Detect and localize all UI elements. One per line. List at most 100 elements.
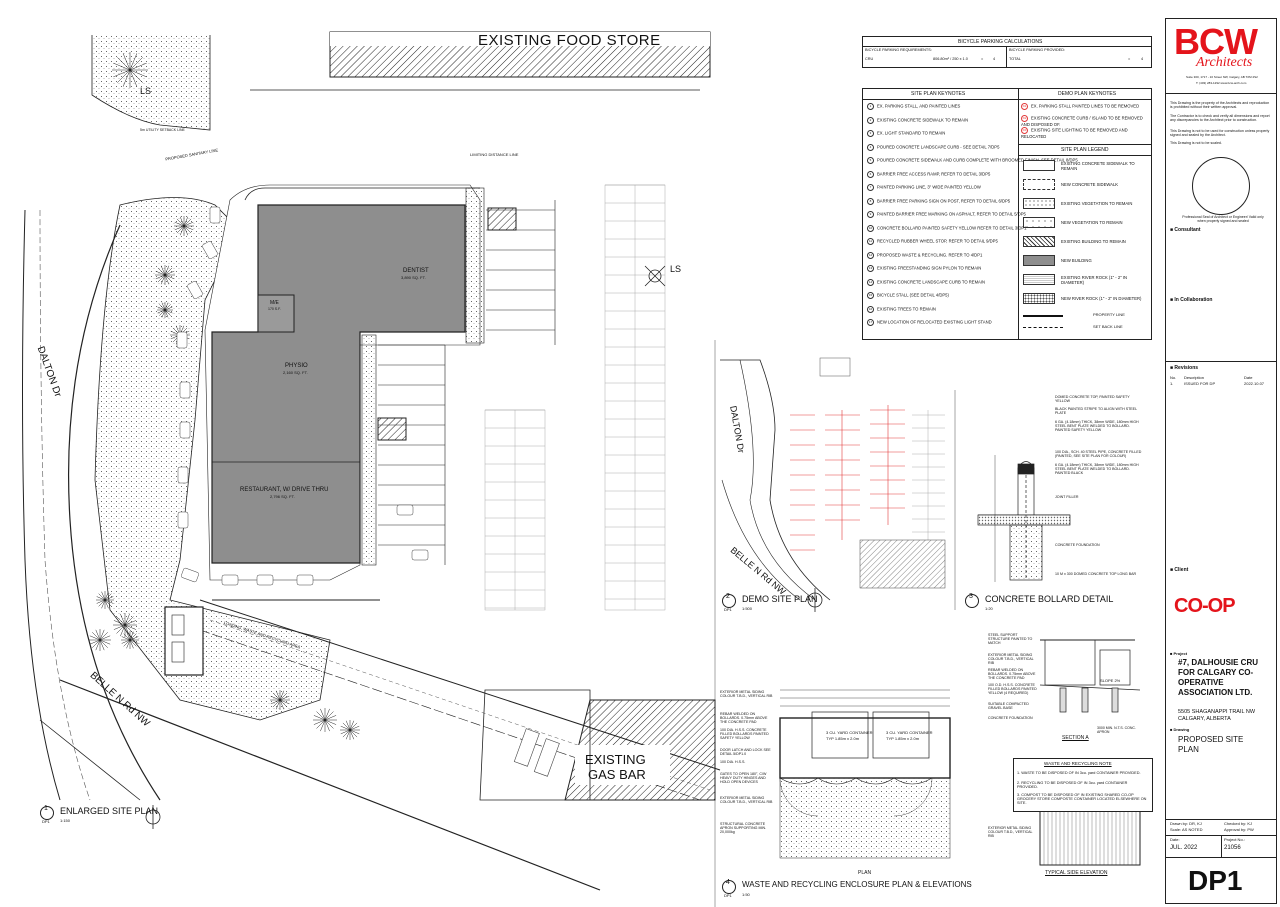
firm-contact: T: (403) 283-1292 www.bcw-arch.com: [1196, 81, 1247, 85]
legend-item: EXISTING CONCRETE SIDEWALK TO REMAIN: [1023, 159, 1151, 172]
bollard-note: JOINT FILLER: [1055, 495, 1079, 499]
section-note: 100 O.D. H.S.S. CONCRETE FILLED BOLLARDS…: [988, 683, 1037, 695]
keynote-number: 13: [867, 265, 874, 272]
legend-text: EXISTING CONCRETE SIDEWALK TO REMAIN: [1061, 160, 1135, 171]
section-note: CONCRETE FOUNDATION: [988, 716, 1033, 720]
client-text: Client: [1174, 567, 1189, 573]
legend-text: NEW BUILDING: [1061, 258, 1092, 263]
collaboration-label: ■ In Collaboration: [1170, 297, 1213, 303]
container-2-dim: TYP 1.85m x 2.0m: [886, 736, 920, 741]
keynote-text: EXISTING TREES TO REMAIN: [877, 306, 936, 312]
drawing-title: ENLARGED SITE PLAN: [60, 806, 159, 816]
existing-food-store-label: EXISTING FOOD STORE: [478, 32, 661, 49]
bike-req-val: 4: [993, 57, 996, 61]
side-elevation-label: TYPICAL SIDE ELEVATION: [1045, 870, 1108, 876]
apron-label: 3000 MIN. N.T.S. CONC. APRON: [1097, 726, 1136, 734]
checked-by: Checked by: KJ: [1224, 821, 1253, 826]
enclosure-note: REBAR WELDED ON BOLLARDS. 0.75mm ABOVE T…: [720, 712, 768, 724]
enclosure-note: EXTERIOR METAL SIDING COLOUR T.B.D., VER…: [720, 690, 773, 698]
legend-swatch: [1023, 179, 1055, 190]
legend-title: SITE PLAN LEGEND: [1061, 147, 1109, 153]
keynote-number: 14: [867, 278, 874, 286]
bollard-note: 10 M x 300 DOMED CONCRETE TOP LONG BAR: [1055, 572, 1137, 576]
keynote-text: PAINTED BARRIER FREE MARKING ON ASPHALT,…: [877, 211, 1026, 217]
legend-text: NEW RIVER ROCK (1" - 2" IN DIAMETER): [1061, 296, 1142, 301]
section-a: [1039, 639, 1141, 713]
site-keynotes-title: SITE PLAN KEYNOTES: [911, 91, 966, 97]
keynote-text: NEW LOCATION OF RELOCATED EXISTING LIGHT…: [877, 319, 992, 325]
keynote-text: EX. LIGHT STANDARD TO REMAIN: [877, 130, 946, 136]
bollard-note: DOMED CONCRETE TOP, PAINTED SAFETY YELLO…: [1055, 395, 1130, 403]
legend-item: EXISTING RIVER ROCK (1" - 2" IN DIAMETER…: [1023, 273, 1151, 286]
legend-item: NEW BUILDING: [1023, 254, 1092, 267]
existing-food-store: [250, 31, 711, 91]
legend-item: EXISTING VEGETATION TO REMAIN: [1023, 197, 1132, 210]
section-a-label: SECTION A: [1062, 735, 1089, 741]
project-no-label: Project No.:: [1224, 837, 1245, 842]
keynote-number: 6: [867, 170, 874, 178]
keynote-number: 8: [867, 197, 874, 205]
container-1-dim: TYP 1.85m x 2.0m: [826, 736, 860, 741]
client-label: ■ Client: [1170, 567, 1189, 573]
utility-setback-label: 5m UTILITY SETBACK LINE: [140, 128, 185, 132]
consultant-label: ■ Consultant: [1170, 227, 1201, 233]
legend-text: EXISTING RIVER ROCK (1" - 2" IN DIAMETER…: [1061, 274, 1128, 285]
keynote-text: EX. PARKING STALL, AND PAINTED LINES: [877, 103, 961, 109]
keynote-number: 9: [867, 211, 874, 218]
keynote-number: 11: [867, 238, 874, 245]
drawing-sheet: DP1: [42, 819, 50, 824]
keynote-text: BARRIER FREE PARKING SIGN ON POST, REFER…: [877, 198, 1011, 204]
drawing-sheet: DP1: [724, 893, 732, 898]
drawing-scale: 1:500: [742, 606, 753, 611]
property-line-label: PROPERTY LINE: [1093, 312, 1125, 317]
bollard-note: 6 GA. (4.18mm) THICK, 38mm WIDE, 180mm H…: [1055, 463, 1139, 475]
keynote-number: 5: [867, 157, 874, 164]
physio-area: 2,160 SQ. FT.: [283, 370, 308, 375]
section-note: EXTERIOR METAL SIDING COLOUR T.B.D., VER…: [988, 653, 1034, 665]
restaurant-label: RESTAURANT, W/ DRIVE THRU: [240, 487, 329, 493]
coop-logo: CO-OP: [1174, 595, 1236, 617]
firm-address: Suite 300, 1717 - 10 Street NW, Calgary,…: [1186, 75, 1258, 79]
revisions-label: ■ Revisions: [1170, 365, 1199, 371]
drawing-title: DEMO SITE PLAN: [742, 594, 818, 604]
rev-row-no: 1.: [1170, 381, 1174, 386]
project-address-2: CALGARY, ALBERTA: [1178, 716, 1231, 722]
drawn-by: Drawn by: DR, KJ: [1170, 821, 1202, 826]
keynote-number: 1: [867, 103, 874, 110]
date-value: JUL. 2022: [1170, 845, 1198, 851]
physio-label: PHYSIO: [285, 363, 308, 369]
tb-note-1: This Drawing is the property of the Arch…: [1170, 101, 1270, 109]
project-address-1: 5505 SHAGANAPPI TRAIL NW: [1178, 709, 1256, 715]
bike-eq-2: =: [1128, 57, 1131, 61]
bike-eq: =: [981, 57, 984, 61]
project-name: #7, DALHOUSIE CRU FOR CALGARY CO-OPERATI…: [1178, 658, 1259, 697]
keynote-number: 15: [867, 292, 874, 299]
enclosure-note: 100 DIA. H.S.S.: [720, 760, 746, 764]
legend-swatch: [1023, 217, 1055, 228]
project-label: ■ Project: [1170, 651, 1188, 656]
dentist-area: 3,890 SQ. FT.: [401, 275, 426, 280]
drawing-sheet: DP1: [724, 607, 732, 612]
project-label-text: Project: [1173, 651, 1188, 656]
title-block: BCW Architects Suite 300, 1717 - 10 Stre…: [1165, 18, 1277, 904]
legend-text: NEW CONCRETE SIDEWALK: [1061, 182, 1119, 187]
tb-note-4: This Drawing is not to be scaled.: [1170, 141, 1222, 145]
keynote-number: 10: [867, 224, 874, 232]
consultant-text: Consultant: [1174, 227, 1201, 233]
keynote-text: POURED CONCRETE SIDEWALK AND CURB COMPLE…: [877, 157, 1078, 163]
approval-by: Approval by: PW: [1224, 827, 1254, 832]
section-note: SUITABLE COMPACTED GRAVEL BASE: [988, 702, 1029, 710]
container-1-label: 3 CU. YARD CONTAINER: [826, 730, 873, 735]
legend-swatch: [1023, 160, 1055, 171]
bike-table-title: BICYCLE PARKING CALCULATIONS: [958, 39, 1043, 45]
existing-gas-bar-label-2: GAS BAR: [588, 767, 646, 782]
keynote-text: PROPOSED WASTE & RECYCLING. REFER TO 4/D…: [877, 252, 983, 258]
